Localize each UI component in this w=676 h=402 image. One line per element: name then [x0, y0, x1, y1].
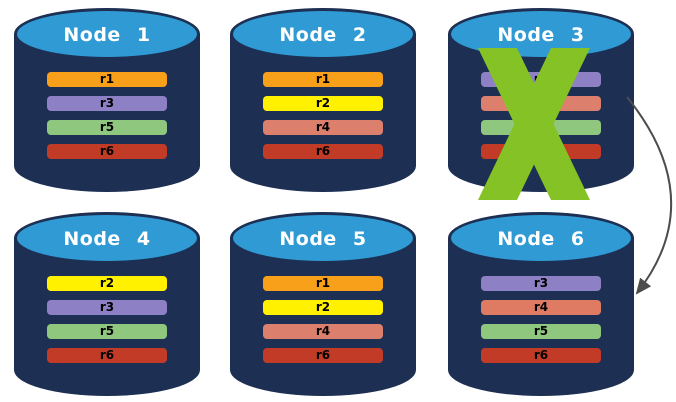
replica-bar: r1 — [47, 72, 167, 87]
replica-bar: r1 — [263, 72, 383, 87]
cylinder-top — [230, 212, 416, 264]
replica-bar: r6 — [263, 348, 383, 363]
node-5: Node 5 r1 r2 r4 r6 — [230, 212, 416, 396]
node-4: Node 4 r2 r3 r5 r6 — [14, 212, 200, 396]
node-1: Node 1 r1 r3 r5 r6 — [14, 8, 200, 192]
node-title: Node 3 — [497, 24, 585, 46]
node-6: Node 6 r3 r4 r5 r6 — [448, 212, 634, 396]
node-title: Node 2 — [279, 24, 367, 46]
replica-bar: r6 — [481, 348, 601, 363]
replica-bar: r4 — [263, 120, 383, 135]
node-title: Node 1 — [63, 24, 151, 46]
cylinder-top — [230, 8, 416, 60]
replica-list: r1 r2 r4 r6 — [230, 276, 416, 363]
replica-list: r3 r4 r5 r6 — [448, 276, 634, 363]
replica-bar: r2 — [263, 300, 383, 315]
replica-bar: r1 — [263, 276, 383, 291]
cylinder-top — [448, 212, 634, 264]
node-title: Node 5 — [279, 228, 367, 250]
replica-bar: r5 — [47, 120, 167, 135]
replica-bar: r2 — [47, 276, 167, 291]
replica-bar: r5 — [481, 324, 601, 339]
replica-bar: r4 — [263, 324, 383, 339]
node-title: Node 4 — [63, 228, 151, 250]
failure-x-icon — [478, 48, 590, 200]
replica-list: r2 r3 r5 r6 — [14, 276, 200, 363]
cylinder-top — [14, 8, 200, 60]
node-title: Node 6 — [497, 228, 585, 250]
cylinder-top — [14, 212, 200, 264]
replica-bar: r3 — [47, 300, 167, 315]
replica-bar: r6 — [263, 144, 383, 159]
cylinder-top — [448, 8, 634, 60]
replica-list: r1 r3 r5 r6 — [14, 72, 200, 159]
replica-bar: r3 — [47, 96, 167, 111]
failover-arrow-path — [626, 96, 673, 295]
replica-bar: r4 — [481, 300, 601, 315]
replica-bar: r3 — [481, 276, 601, 291]
failover-arrow — [626, 96, 673, 295]
replica-bar: r6 — [47, 144, 167, 159]
replica-bar: r5 — [47, 324, 167, 339]
node-3: Node 3 r3 r4 r5 r6 — [448, 8, 634, 200]
replica-bar: r2 — [263, 96, 383, 111]
node-2: Node 2 r1 r2 r4 r6 — [230, 8, 416, 192]
replica-list: r1 r2 r4 r6 — [230, 72, 416, 159]
replica-bar: r6 — [47, 348, 167, 363]
